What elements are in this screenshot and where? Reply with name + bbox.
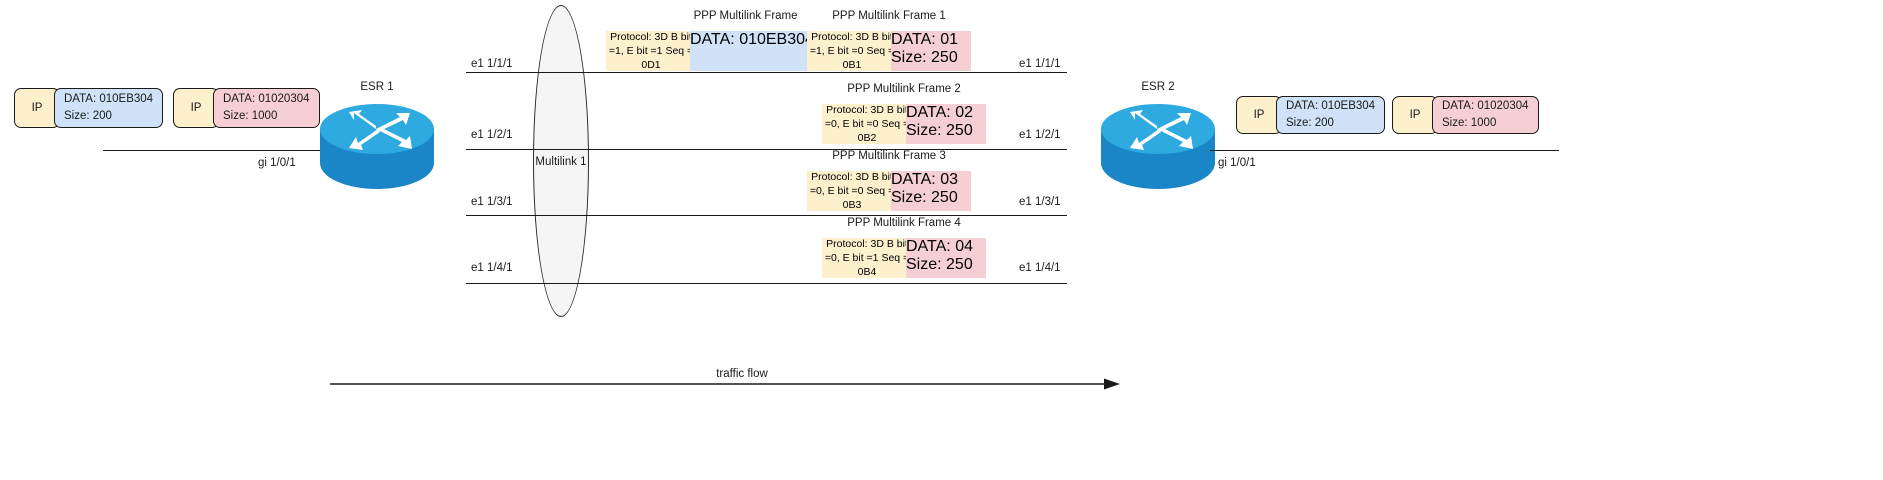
router-icon xyxy=(320,104,434,189)
router-esr-1: ESR 1 xyxy=(318,81,436,195)
right-packet-2: IP DATA: 01020304 Size: 1000 xyxy=(1392,96,1539,134)
ml-frame-2-title: PPP Multilink Frame 2 xyxy=(847,83,961,95)
link-line-3 xyxy=(466,215,1067,216)
right-packet-2-payload: DATA: 01020304 Size: 1000 xyxy=(1432,96,1539,134)
left-packet-2: IP DATA: 01020304 Size: 1000 xyxy=(173,88,320,128)
ml-frame-4-header: Protocol: 3D B bit =0, E bit =1 Seq = 0B… xyxy=(822,238,912,278)
ml-frame-3-payload: DATA: 03 Size: 250 xyxy=(891,171,971,211)
router-esr-2-label: ESR 2 xyxy=(1141,81,1175,93)
link-line-1 xyxy=(466,72,1067,73)
ml-frame-3-header: Protocol: 3D B bit =0, E bit =0 Seq = 0B… xyxy=(807,171,897,211)
right-lan-interface-label: gi 1/0/1 xyxy=(1218,157,1256,169)
ml-frame-1-title: PPP Multilink Frame 1 xyxy=(832,10,946,22)
left-packet-1-payload: DATA: 010EB304 Size: 200 xyxy=(54,88,164,128)
left-lan-interface-label: gi 1/0/1 xyxy=(258,157,296,169)
ml-frame-1-payload: DATA: 01 Size: 250 xyxy=(891,31,971,71)
link-line-2 xyxy=(466,149,1067,150)
ml-frame-1-header: Protocol: 3D B bit =1, E bit =0 Seq = 0B… xyxy=(807,31,897,71)
multilink-bundle-ellipse xyxy=(533,5,589,317)
ml-frame-group-2: PPP Multilink Frame 2 Protocol: 3D B bit… xyxy=(822,83,986,144)
right-packet-1-payload: DATA: 010EB304 Size: 200 xyxy=(1276,96,1386,134)
ml-frame-group-3: PPP Multilink Frame 3 Protocol: 3D B bit… xyxy=(807,150,971,211)
left-packet-2-payload: DATA: 01020304 Size: 1000 xyxy=(213,88,320,128)
link-4-left-interface-label: e1 1/4/1 xyxy=(471,262,513,274)
left-lan-link-line xyxy=(103,150,363,151)
router-icon xyxy=(1101,104,1215,189)
link-4-right-interface-label: e1 1/4/1 xyxy=(1019,262,1061,274)
ml-frame-group-4: PPP Multilink Frame 4 Protocol: 3D B bit… xyxy=(822,217,986,278)
left-packet-1-ip-header: IP xyxy=(14,88,60,128)
right-lan-link-line xyxy=(1210,150,1559,151)
traffic-flow-arrow xyxy=(330,378,1120,390)
ml-frame-3-title: PPP Multilink Frame 3 xyxy=(832,150,946,162)
link-line-4 xyxy=(466,283,1067,284)
multilink-bundle-label: Multilink 1 xyxy=(535,156,587,168)
link-2-right-interface-label: e1 1/2/1 xyxy=(1019,129,1061,141)
link-1-left-interface-label: e1 1/1/1 xyxy=(471,58,513,70)
ml-frame-group-0: PPP Multilink Frame Protocol: 3D B bit =… xyxy=(606,10,886,71)
ml-frame-2-header: Protocol: 3D B bit =0, E bit =0 Seq = 0B… xyxy=(822,104,912,144)
link-2-left-interface-label: e1 1/2/1 xyxy=(471,129,513,141)
left-packet-1: IP DATA: 010EB304 Size: 200 xyxy=(14,88,164,128)
right-packet-1: IP DATA: 010EB304 Size: 200 xyxy=(1236,96,1386,134)
ml-frame-4-title: PPP Multilink Frame 4 xyxy=(847,217,961,229)
router-esr-2: ESR 2 xyxy=(1099,81,1217,195)
router-esr-1-label: ESR 1 xyxy=(360,81,394,93)
ml-frame-group-1: PPP Multilink Frame 1 Protocol: 3D B bit… xyxy=(807,10,971,71)
link-3-left-interface-label: e1 1/3/1 xyxy=(471,196,513,208)
traffic-flow-label: traffic flow xyxy=(716,368,768,380)
right-packet-1-ip-header: IP xyxy=(1236,96,1282,134)
link-3-right-interface-label: e1 1/3/1 xyxy=(1019,196,1061,208)
ml-frame-0-header: Protocol: 3D B bit =1, E bit =1 Seq = 0D… xyxy=(606,31,696,71)
ml-frame-2-payload: DATA: 02 Size: 250 xyxy=(906,104,986,144)
ml-frame-0-title: PPP Multilink Frame xyxy=(693,10,798,22)
ml-frame-4-payload: DATA: 04 Size: 250 xyxy=(906,238,986,278)
link-1-right-interface-label: e1 1/1/1 xyxy=(1019,58,1061,70)
